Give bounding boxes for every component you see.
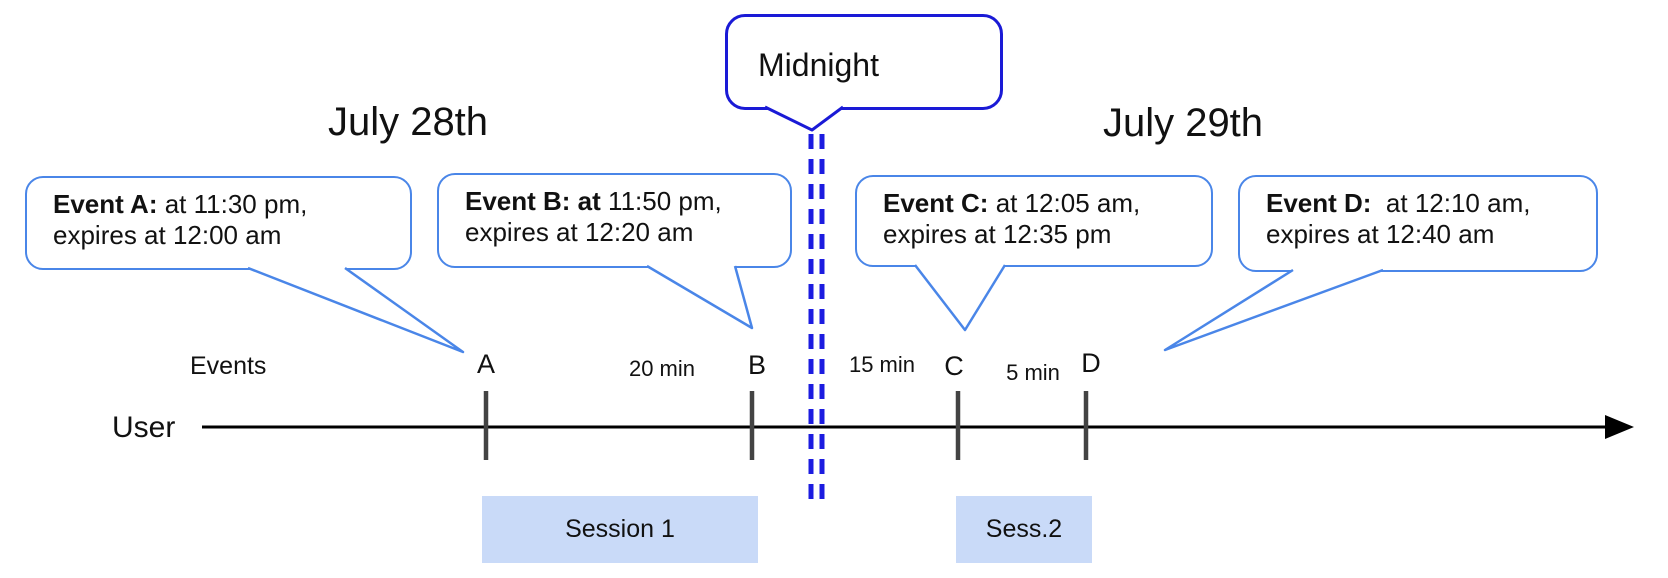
event-d-title: Event D: [1266, 188, 1372, 218]
event-d-callout: Event D: at 12:10 am, expires at 12:40 a… [1238, 175, 1598, 272]
midnight-label: Midnight [758, 46, 879, 83]
event-a-line1: Event A: at 11:30 pm, [53, 189, 400, 220]
tick-label-b: B [747, 350, 767, 380]
event-d-line1: Event D: at 12:10 am, [1266, 188, 1586, 219]
timeline-arrowhead-icon [1605, 415, 1634, 439]
interval-20min-label: 20 min [628, 356, 696, 381]
events-row-label: Events [190, 352, 267, 380]
event-b-line1: Event B: at 11:50 pm, [465, 186, 780, 217]
session-1-box: Session 1 [482, 496, 758, 563]
event-c-title: Event C: [883, 188, 989, 218]
interval-15min-label: 15 min [848, 352, 916, 377]
event-b-time: 11:50 pm, [600, 186, 722, 216]
event-a-callout-tail [247, 266, 465, 354]
event-b-line2: expires at 12:20 am [465, 217, 694, 247]
event-a-line2: expires at 12:00 am [53, 220, 282, 250]
event-d-line2: expires at 12:40 am [1266, 219, 1495, 249]
day-label-july-29: July 29th [1102, 101, 1264, 145]
event-a-callout: Event A: at 11:30 pm, expires at 12:00 a… [25, 176, 412, 270]
event-b-callout-tail [646, 264, 754, 330]
event-d-callout-tail [1163, 268, 1384, 352]
tick-label-a: A [476, 349, 496, 379]
event-c-time: at 12:05 am, [988, 188, 1141, 218]
event-c-line2: expires at 12:35 pm [883, 219, 1112, 249]
interval-5min-label: 5 min [1006, 360, 1060, 385]
event-c-callout-tail [914, 264, 1007, 332]
day-label-july-28: July 28th [327, 100, 489, 144]
event-b-callout: Event B: at 11:50 pm, expires at 12:20 a… [437, 173, 792, 268]
session-2-label: Sess.2 [985, 515, 1063, 543]
session-1-label: Session 1 [565, 515, 675, 543]
user-row-label: User [112, 411, 176, 444]
tick-label-d: D [1081, 348, 1101, 378]
tick-label-c: C [944, 351, 964, 381]
event-b-title: Event B: at [465, 186, 601, 216]
midnight-callout: Midnight [725, 14, 1003, 110]
event-a-time: at 11:30 pm, [157, 189, 308, 219]
session-2-box: Sess.2 [956, 496, 1092, 563]
event-a-title: Event A: [53, 189, 158, 219]
event-c-line1: Event C: at 12:05 am, [883, 188, 1201, 219]
event-c-callout: Event C: at 12:05 am, expires at 12:35 p… [855, 175, 1213, 267]
midnight-callout-tail [764, 105, 844, 132]
event-d-time: at 12:10 am, [1371, 188, 1531, 218]
